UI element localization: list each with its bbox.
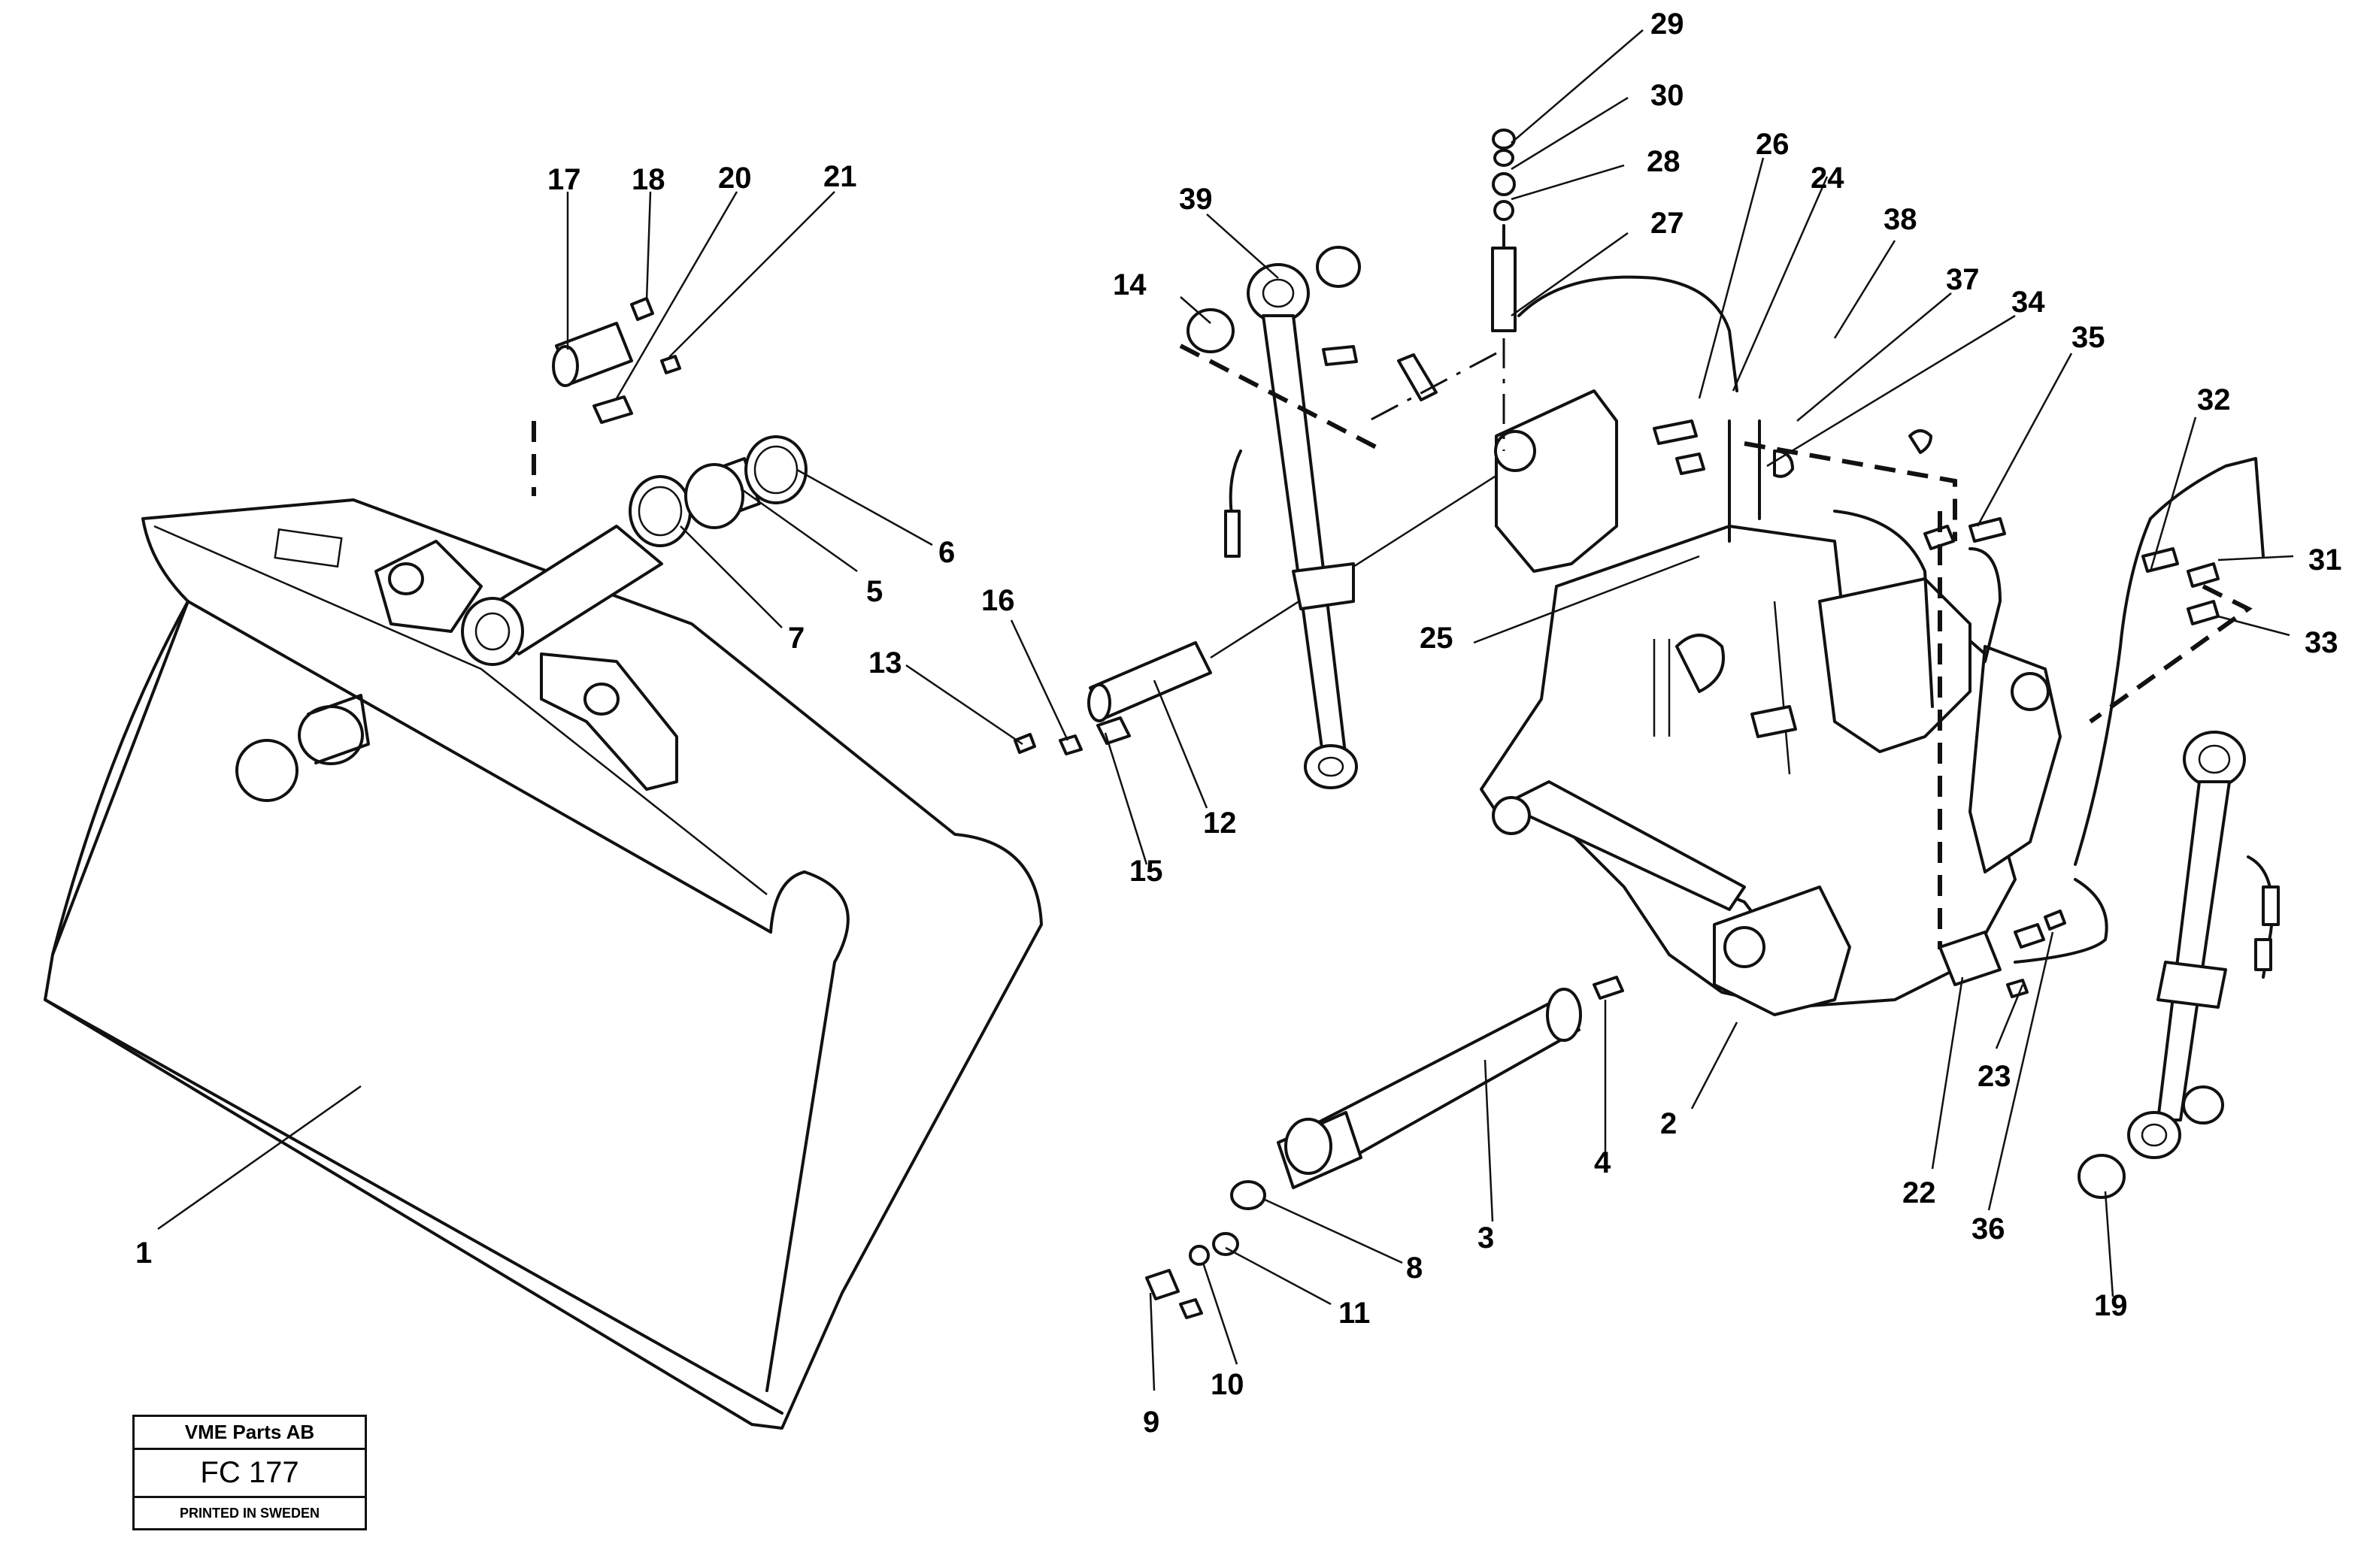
callout-20: 20 [718, 162, 752, 195]
callout-19: 19 [2094, 1289, 2128, 1322]
callout-21: 21 [823, 160, 857, 193]
callout-1: 1 [135, 1237, 152, 1270]
callout-3: 3 [1477, 1221, 1494, 1255]
callout-14: 14 [1113, 268, 1147, 301]
callout-27: 27 [1650, 207, 1684, 240]
callout-38: 38 [1884, 203, 1917, 236]
callout-23: 23 [1978, 1060, 2011, 1093]
left-cylinder [1179, 246, 1438, 789]
figure-code: FC 177 [135, 1450, 365, 1498]
right-cylinder [2078, 731, 2280, 1199]
callout-7: 7 [788, 622, 805, 655]
callout-16: 16 [981, 584, 1015, 617]
callout-31: 31 [2308, 543, 2342, 577]
callout-32: 32 [2197, 383, 2231, 416]
callout-13: 13 [868, 646, 902, 680]
callout-22: 22 [1902, 1176, 1936, 1209]
bushings [629, 435, 808, 547]
callout-4: 4 [1594, 1146, 1611, 1179]
pin-17-assembly [532, 297, 681, 496]
callout-39: 39 [1179, 183, 1213, 216]
callout-26: 26 [1756, 128, 1790, 161]
callout-5: 5 [866, 575, 883, 608]
callout-37: 37 [1946, 263, 1980, 296]
callout-2: 2 [1660, 1107, 1677, 1140]
callout-33: 33 [2305, 626, 2338, 659]
callout-10: 10 [1211, 1368, 1244, 1401]
callout-labels: 1 2 3 4 5 6 7 8 9 10 11 12 13 14 15 16 1… [135, 8, 2342, 1439]
pin-12 [1014, 465, 1512, 755]
callout-35: 35 [2071, 321, 2105, 354]
callout-34: 34 [2011, 286, 2045, 319]
callout-24: 24 [1811, 162, 1844, 195]
callout-9: 9 [1143, 1406, 1159, 1439]
printed-note: PRINTED IN SWEDEN [179, 1505, 320, 1521]
callout-36: 36 [1971, 1212, 2005, 1246]
large-pin-3 [1145, 976, 1624, 1319]
callout-30: 30 [1650, 79, 1684, 112]
callout-17: 17 [547, 163, 581, 196]
title-block: VME Parts AB FC 177 PRINTED IN SWEDEN [132, 1415, 367, 1530]
callout-29: 29 [1650, 8, 1684, 41]
leader-lines [157, 29, 2294, 1391]
callout-15: 15 [1129, 855, 1163, 888]
callout-28: 28 [1647, 145, 1681, 178]
coupler-frame [1480, 389, 2062, 1016]
company-name: VME Parts AB [135, 1417, 365, 1450]
bucket [44, 498, 1043, 1430]
callout-8: 8 [1406, 1252, 1423, 1285]
callout-11: 11 [1338, 1297, 1370, 1330]
callout-12: 12 [1203, 807, 1237, 840]
callout-18: 18 [632, 163, 665, 196]
callout-6: 6 [938, 536, 955, 569]
callout-25: 25 [1420, 622, 1453, 655]
